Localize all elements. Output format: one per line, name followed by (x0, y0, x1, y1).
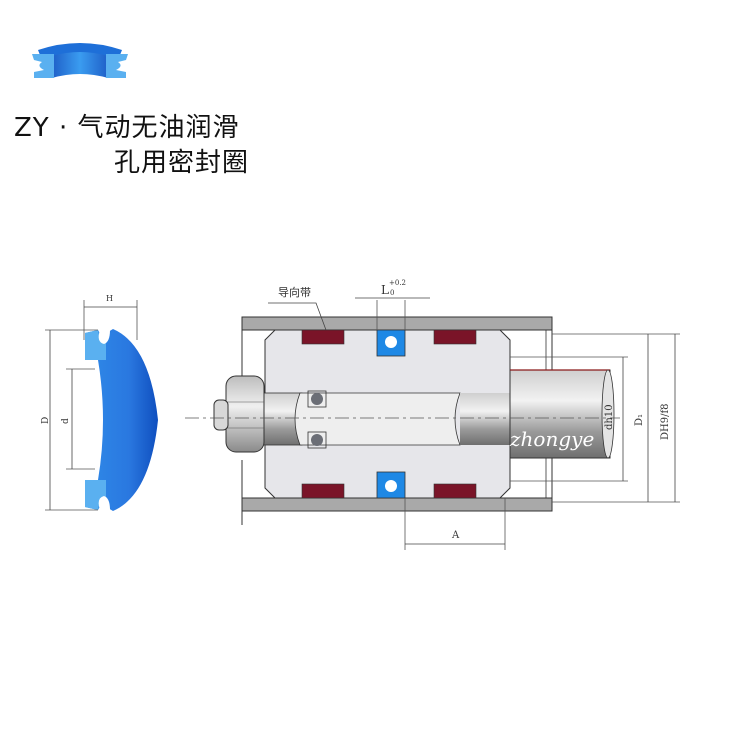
seal-ring-logo-icon (32, 43, 128, 78)
dim-L-tol-upper: +0.2 (389, 279, 406, 287)
product-title-line2: 孔用密封圈 (114, 148, 250, 178)
dim-D1-label: D₁ (634, 414, 645, 426)
dim-H-label: H (106, 294, 113, 303)
seal-profile: H D d (41, 294, 158, 511)
dim-dh10-label: dh10 (604, 404, 615, 430)
watermark: zhongye (509, 427, 594, 451)
dim-A-label: A (451, 530, 460, 541)
dim-L-tol-lower: 0 (390, 289, 394, 297)
guide-band-label: 导向带 (278, 285, 311, 299)
dim-L-label: L (381, 283, 389, 297)
dim-DH9-label: DH9/f8 (660, 403, 671, 440)
product-title-line1: ZY · 气动无油润滑 (14, 113, 240, 143)
cylinder-assembly: 导向带 L +0.2 0 A dh10 D₁ DH9/f8 zhongye (185, 279, 680, 550)
dim-D-label: D (41, 417, 51, 424)
dim-d-label: d (61, 418, 71, 424)
